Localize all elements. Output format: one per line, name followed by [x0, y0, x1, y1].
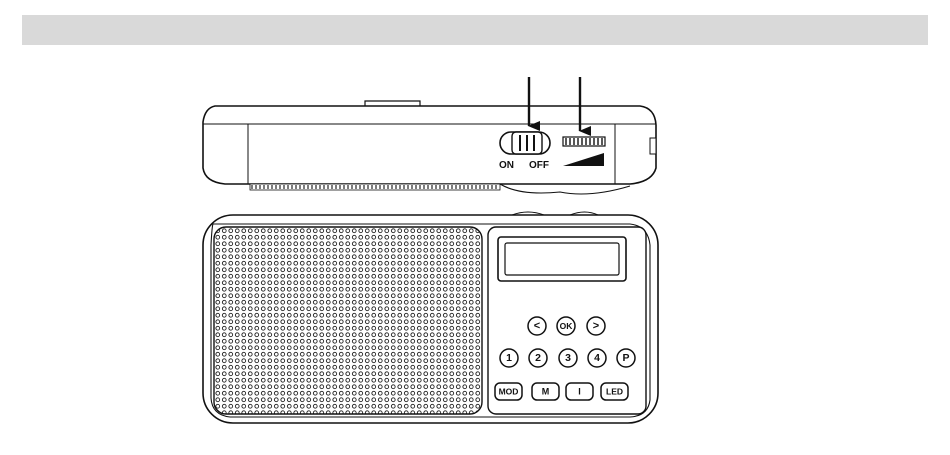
preset-button-p-label: P	[622, 352, 629, 364]
led-button[interactable]: LED	[601, 383, 628, 400]
nav-button-next[interactable]: >	[587, 317, 605, 335]
lcd-display	[498, 237, 626, 281]
mode-button[interactable]: MOD	[495, 383, 522, 400]
memory-button-label: M	[542, 387, 550, 397]
nav-button-next-label: >	[593, 320, 599, 332]
preset-button-1-label: 1	[506, 352, 512, 364]
radio-front-view: < OK > 1 2 3 4 P	[203, 212, 658, 423]
preset-button-4-label: 4	[594, 352, 600, 364]
memory-button[interactable]: M	[532, 383, 559, 400]
led-button-label: LED	[606, 387, 623, 397]
switch-on-label: ON	[499, 160, 514, 171]
mode-button-label: MOD	[499, 387, 519, 397]
speaker-vent-strip	[250, 184, 500, 190]
power-switch[interactable]	[500, 132, 550, 154]
nav-button-prev[interactable]: <	[528, 317, 546, 335]
info-button[interactable]: I	[566, 383, 593, 400]
preset-button-1[interactable]: 1	[500, 349, 518, 367]
preset-button-3[interactable]: 3	[559, 349, 577, 367]
preset-button-3-label: 3	[565, 352, 571, 364]
nav-button-ok[interactable]: OK	[557, 317, 575, 335]
nav-button-prev-label: <	[534, 320, 540, 332]
info-button-label: I	[578, 387, 581, 397]
preset-button-2-label: 2	[535, 352, 541, 364]
nav-button-ok-label: OK	[560, 321, 574, 331]
radio-top-view: ON OFF	[203, 77, 656, 194]
preset-button-4[interactable]: 4	[588, 349, 606, 367]
preset-button-2[interactable]: 2	[529, 349, 547, 367]
preset-button-p[interactable]: P	[617, 349, 635, 367]
switch-off-label: OFF	[529, 160, 549, 171]
volume-wheel[interactable]	[563, 137, 605, 146]
speaker-grille	[214, 227, 482, 414]
